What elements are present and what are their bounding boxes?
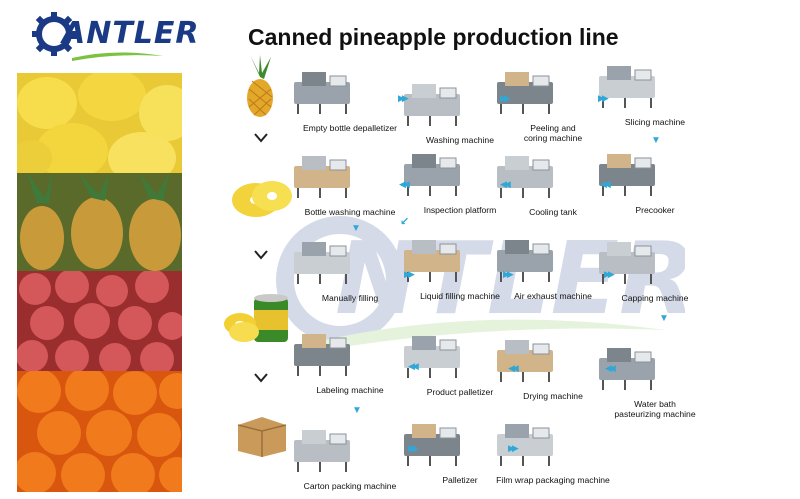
machine-label: Peeling and coring machine	[523, 123, 583, 143]
arrow-left-icon: ◀◀	[408, 361, 419, 371]
product-palletizer: Product palletizer	[400, 332, 520, 397]
machine-image	[404, 84, 460, 126]
machine-image	[294, 334, 350, 376]
machine-label: Carton packing machine	[303, 481, 397, 491]
air-exhaust-machine: Air exhaust machine	[493, 236, 613, 301]
arrow-right-icon: ▶▶	[604, 269, 615, 279]
logo-swoosh-icon	[72, 52, 163, 61]
arrow-down-icon: ▼	[352, 405, 362, 416]
machine-image	[497, 156, 553, 198]
arrow-down-icon: ▼	[351, 223, 361, 234]
arrow-left-icon: ◀◀	[605, 363, 616, 373]
manually-filling: Manually filling	[290, 238, 410, 303]
machine-image	[497, 340, 553, 382]
page-title: Canned pineapple production line	[248, 24, 619, 50]
machine-image	[599, 66, 655, 108]
machine-label: Bottle washing machine	[304, 207, 396, 217]
machine-image	[497, 424, 553, 466]
machine-label: Slicing machine	[624, 117, 686, 127]
arrow-down-icon: ▼	[659, 313, 669, 324]
arrow-left-icon: ◀◀	[500, 179, 511, 189]
chevron-down-icon	[254, 133, 268, 143]
palletizer: Palletizer	[400, 420, 520, 485]
machine-image	[404, 336, 460, 378]
machine-image	[294, 156, 350, 198]
arrow-right-icon: ▶▶	[598, 93, 609, 103]
inspection-platform: Inspection platform	[400, 150, 520, 215]
machine-label: Palletizer	[442, 475, 478, 485]
slicing-machine: Slicing machine	[595, 62, 715, 127]
lemon-photo	[17, 73, 182, 173]
bottle-washing-machine: Bottle washing machine	[290, 152, 410, 217]
svg-text:NTLER: NTLER	[335, 220, 685, 337]
machine-image	[599, 242, 655, 284]
brand-name: ANTLER	[62, 16, 200, 51]
machine-label: Drying machine	[523, 391, 583, 401]
arrow-diagonal-icon: ↙	[400, 216, 410, 228]
chevron-down-icon	[254, 250, 268, 260]
machine-image	[497, 240, 553, 282]
arrow-left-icon: ◀◀	[399, 179, 410, 189]
machine-label: Inspection platform	[423, 205, 497, 215]
pineapple-slices-icon	[232, 181, 292, 217]
machine-label: Labeling machine	[316, 385, 384, 395]
arrow-right-icon: ▶▶	[508, 443, 519, 453]
gear-icon	[32, 12, 76, 56]
washing-machine: Washing machine	[400, 80, 520, 145]
film-wrap-packaging-machine: Film wrap packaging machine	[493, 420, 613, 485]
antler-logo: ANTLER	[30, 10, 199, 62]
machine-image	[599, 348, 655, 390]
cooling-tank: Cooling tank	[493, 152, 613, 217]
arrow-left-icon: ◀◀	[508, 363, 519, 373]
machine-label: Product palletizer	[426, 387, 494, 397]
machine-image	[294, 430, 350, 472]
machine-label: Cooling tank	[529, 207, 577, 217]
arrow-right-icon: ▶▶	[500, 93, 511, 103]
machine-image	[294, 72, 350, 114]
orange-photo	[17, 371, 182, 492]
lychee-photo	[17, 271, 182, 371]
machine-label: Water bath pasteurizing machine	[614, 399, 696, 419]
canned-pineapple-icon	[224, 294, 288, 342]
pineapple-photo	[17, 173, 182, 271]
machine-label: Empty bottle depalletizer	[302, 123, 398, 133]
drying-machine: Drying machine	[493, 336, 613, 401]
capping-machine: Capping machine	[595, 238, 715, 303]
arrow-right-icon: ▶▶	[503, 269, 514, 279]
labeling-machine: Labeling machine	[290, 330, 410, 395]
chevron-down-icon	[254, 373, 268, 383]
machine-image	[294, 242, 350, 284]
arrow-left-icon: ◀◀	[600, 179, 611, 189]
arrow-right-icon: ▶▶	[404, 269, 415, 279]
machine-label: Manually filling	[321, 293, 379, 303]
machine-label: Washing machine	[426, 135, 494, 145]
machine-label: Air exhaust machine	[514, 291, 592, 301]
machine-label: Precooker	[635, 205, 675, 215]
arrow-down-icon: ▼	[651, 135, 661, 146]
carton-box-icon	[237, 417, 287, 457]
antler-watermark: NTLER	[276, 216, 685, 350]
machine-label: Film wrap packaging machine	[496, 475, 610, 485]
empty-bottle-depalletizer: Empty bottle depalletizer	[290, 68, 410, 133]
arrow-right-icon: ▶▶	[398, 93, 409, 103]
machine-image	[404, 154, 460, 196]
machine-label: Liquid filling machine	[420, 291, 500, 301]
machine-image	[599, 154, 655, 196]
machine-image	[497, 72, 553, 114]
peeling-coring-machine: Peeling and coring machine	[493, 68, 613, 143]
pineapple-icon	[247, 55, 273, 117]
precooker: Precooker	[595, 150, 715, 215]
machine-image	[404, 424, 460, 466]
machine-image	[404, 240, 460, 282]
water-bath-pasteurizing-machine: Water bath pasteurizing machine	[595, 344, 715, 419]
liquid-filling-machine: Liquid filling machine	[400, 236, 520, 301]
carton-packing-machine: Carton packing machine	[290, 426, 410, 491]
machine-label: Capping machine	[621, 293, 689, 303]
arrow-right-icon: ▶▶	[408, 443, 419, 453]
